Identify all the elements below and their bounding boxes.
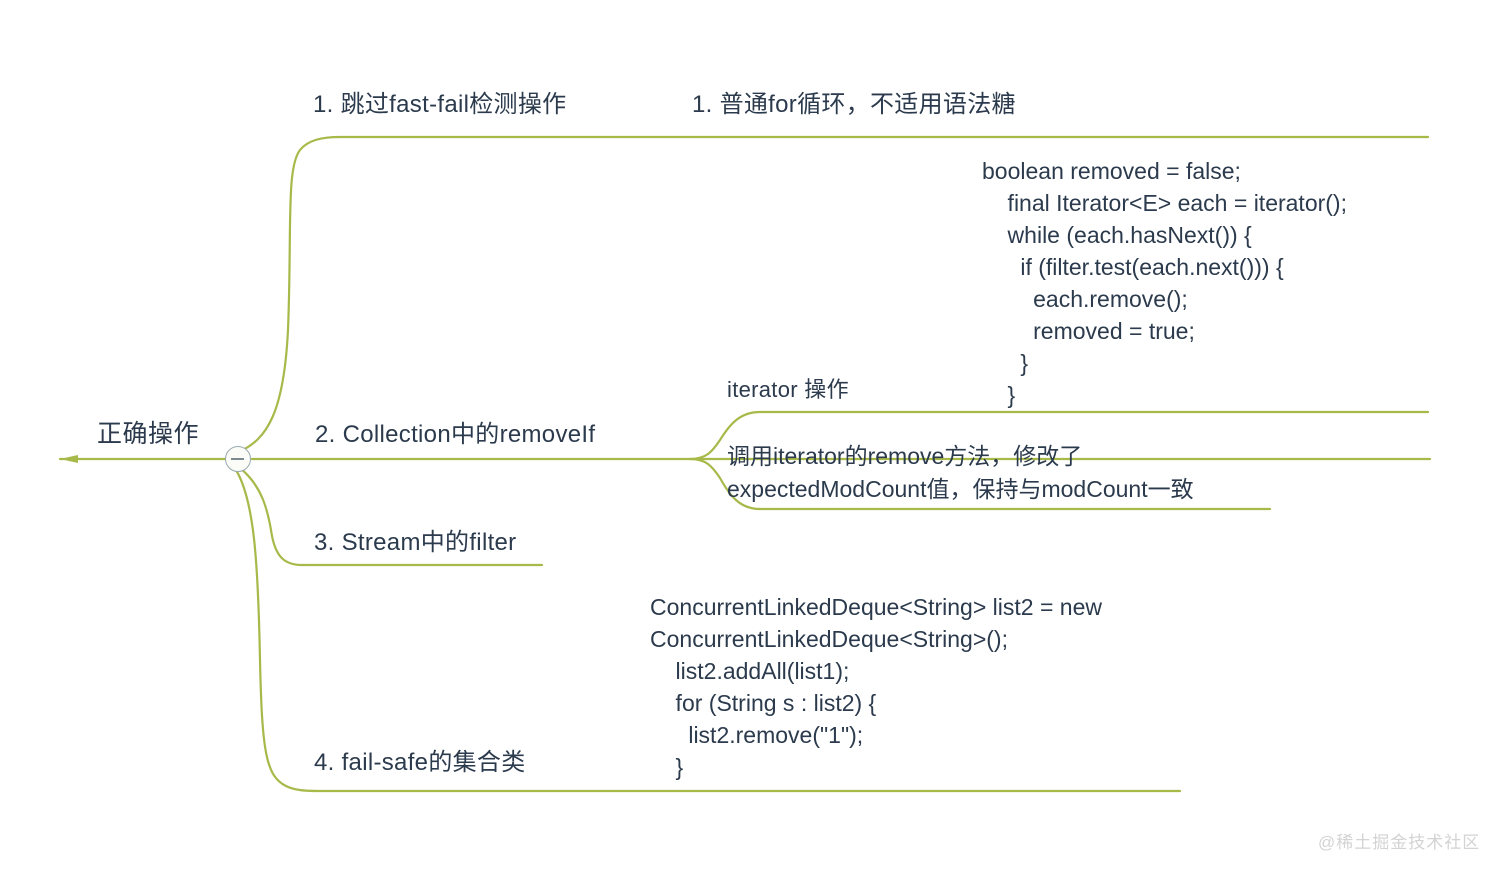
branch-label-4[interactable]: 4. fail-safe的集合类 <box>314 749 526 776</box>
branch-label-1[interactable]: 1. 跳过fast-fail检测操作 <box>313 91 567 118</box>
minus-circle-icon[interactable] <box>225 446 251 472</box>
root-node-label[interactable]: 正确操作 <box>97 420 200 448</box>
minus-glyph <box>231 458 244 460</box>
branch-label-2[interactable]: 2. Collection中的removeIf <box>315 421 596 448</box>
watermark: @稀土掘金技术社区 <box>1318 833 1481 852</box>
branch-label-1-1[interactable]: 1. 普通for循环，不适用语法糖 <box>692 91 1016 118</box>
branch-label-3[interactable]: 3. Stream中的filter <box>314 529 517 556</box>
code-block-fail-safe: ConcurrentLinkedDeque<String> list2 = ne… <box>650 594 1102 780</box>
wire-root-cap <box>60 455 78 463</box>
branch-label-2-1[interactable]: iterator 操作 <box>727 377 849 402</box>
code-block-removeif: boolean removed = false; final Iterator<… <box>982 158 1347 408</box>
branch-label-2-2[interactable]: 调用iterator的remove方法，修改了 expectedModCount… <box>727 443 1194 502</box>
